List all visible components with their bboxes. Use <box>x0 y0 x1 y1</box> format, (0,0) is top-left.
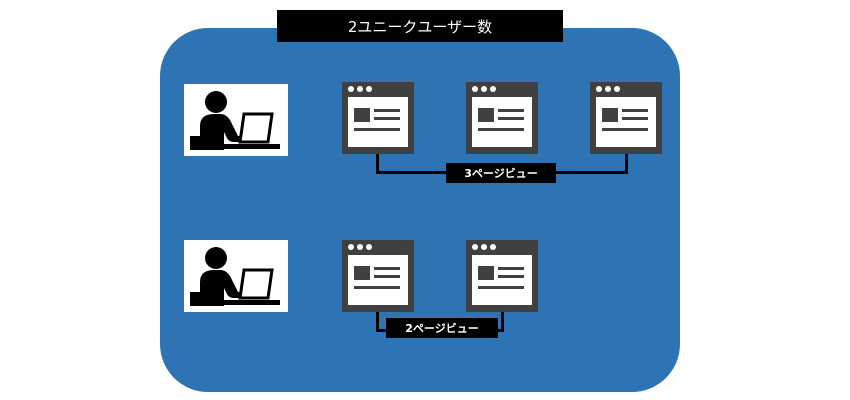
user-2 <box>184 240 288 312</box>
page-1-2 <box>466 82 538 154</box>
browser-page-icon <box>342 240 414 312</box>
page-1-3 <box>590 82 662 154</box>
page-1-1 <box>342 82 414 154</box>
person-at-laptop-icon <box>190 91 280 150</box>
page-2-2 <box>466 240 538 312</box>
browser-page-icon <box>466 240 538 312</box>
pageviews-label-row-2: 2ページビュー <box>386 318 498 338</box>
unique-users-title: 2ユニークユーザー数 <box>277 10 563 42</box>
browser-page-icon <box>590 82 662 154</box>
pageviews-label-row-1: 3ページビュー <box>446 163 556 183</box>
page-2-1 <box>342 240 414 312</box>
person-at-laptop-icon <box>190 247 280 306</box>
browser-page-icon <box>342 82 414 154</box>
browser-page-icon <box>466 82 538 154</box>
user-1 <box>184 84 288 156</box>
